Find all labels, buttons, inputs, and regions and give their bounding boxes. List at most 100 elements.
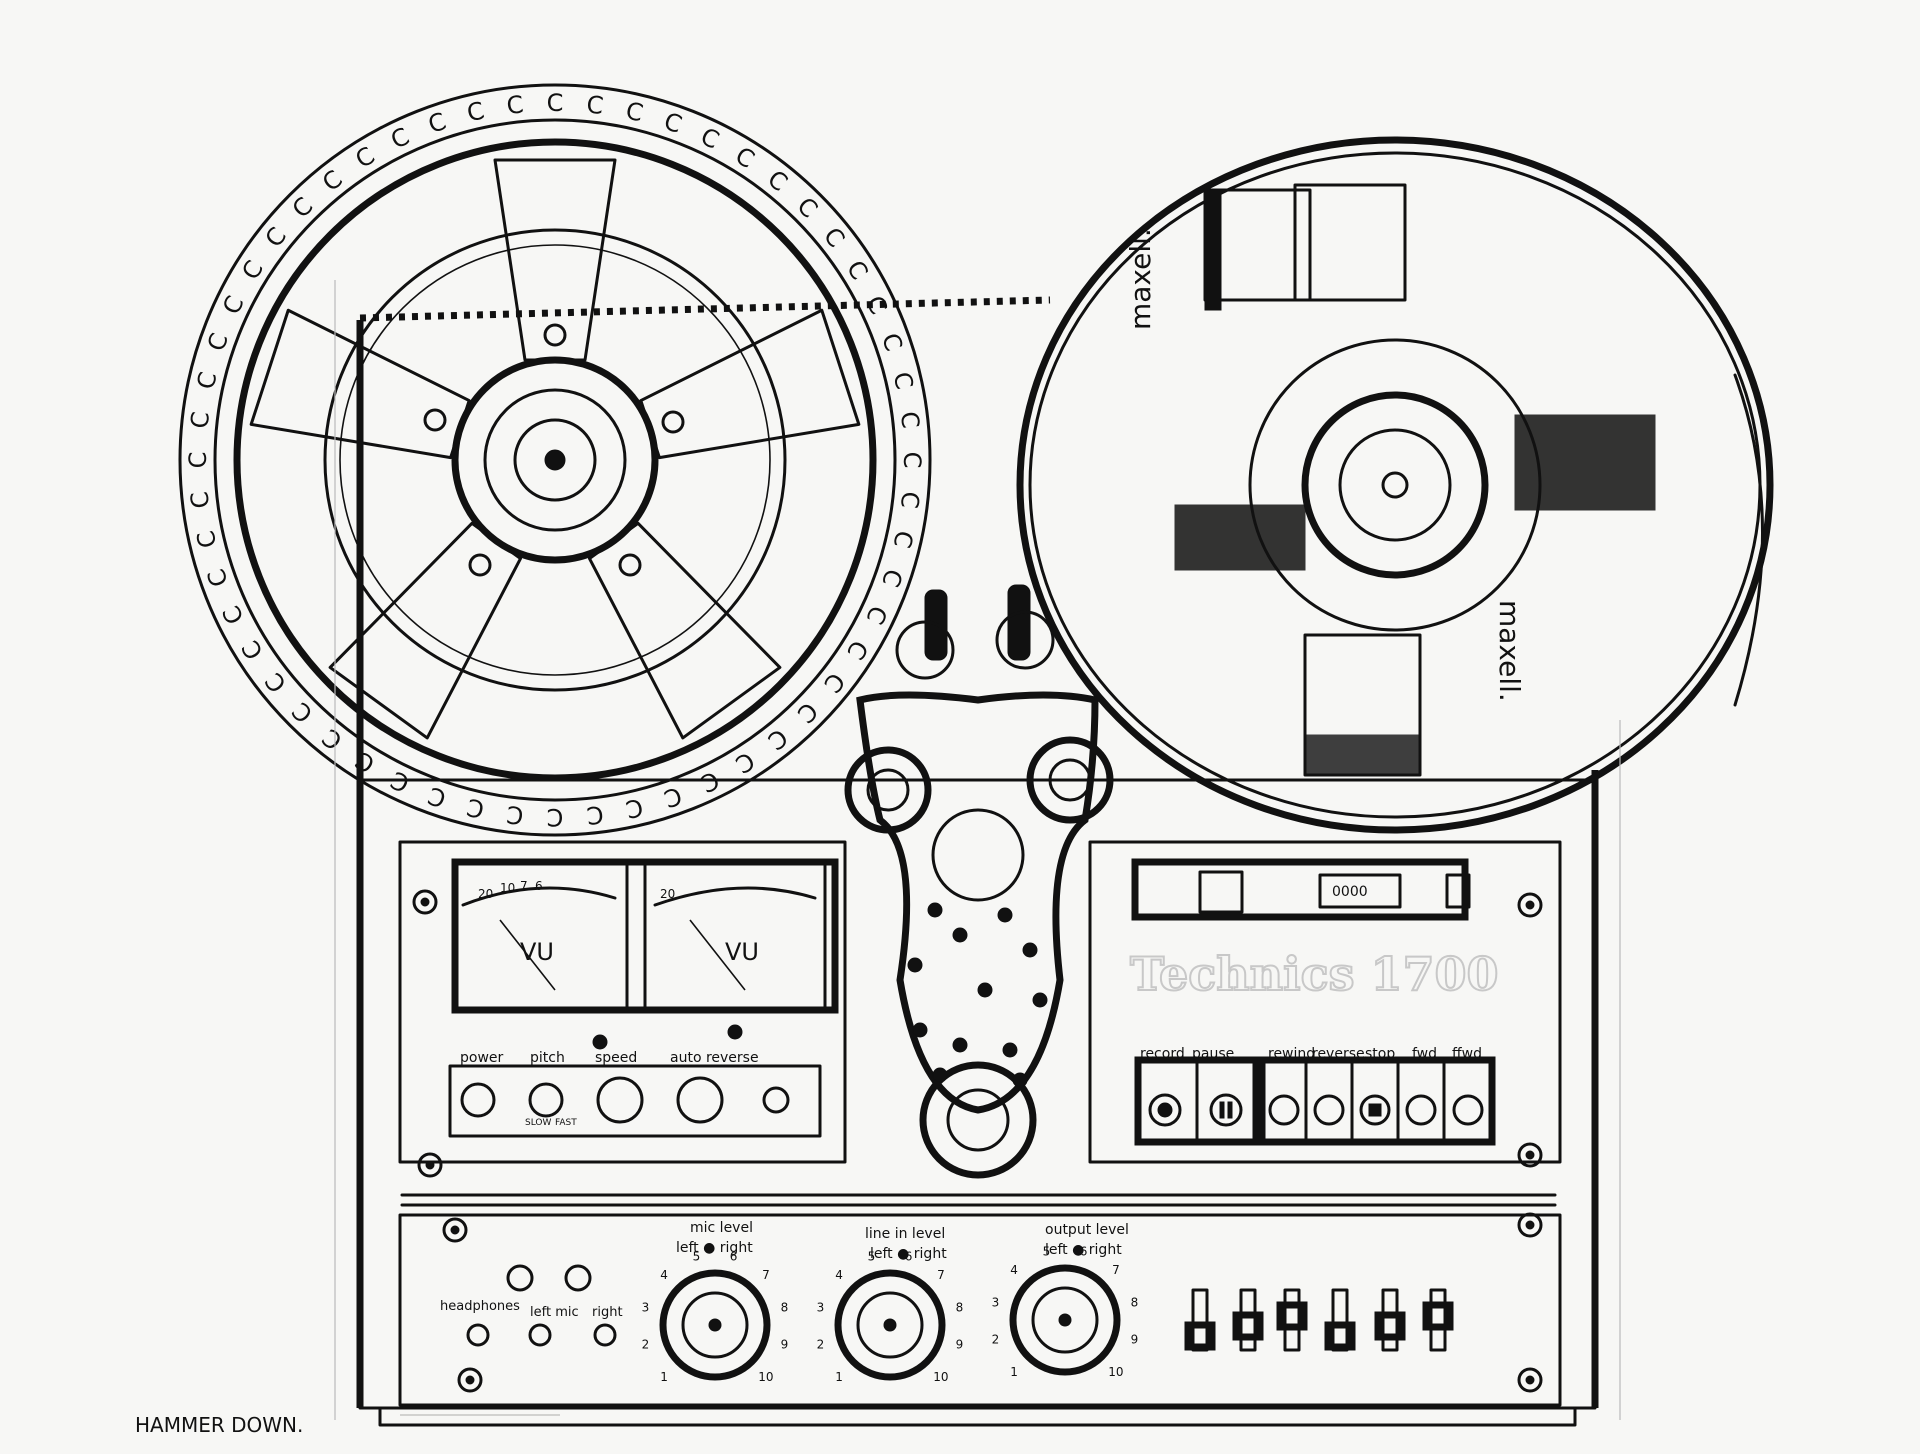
tape-head-block	[844, 584, 1114, 1179]
head-dot	[1002, 1042, 1018, 1058]
reel-rim-glyph: C	[236, 635, 269, 664]
head-dot	[927, 902, 943, 918]
fader-slider[interactable]	[1374, 1288, 1406, 1352]
labels: VU VU 20 10 7 6 20 Technics 1700 0000 po…	[135, 879, 1500, 1437]
dial-number: 10	[758, 1370, 773, 1384]
head-dot	[1012, 1072, 1028, 1088]
screw	[417, 1152, 443, 1178]
reel-rim-glyph: C	[730, 746, 759, 779]
dial-number: 6	[905, 1250, 913, 1264]
head-dot	[1022, 942, 1038, 958]
dial-number: 7	[762, 1268, 770, 1282]
reel-rim-glyph: C	[898, 452, 926, 469]
dial-number: 4	[1010, 1263, 1018, 1277]
dial-number: 3	[642, 1300, 650, 1314]
headphones-label: headphones	[440, 1299, 520, 1314]
stop-label: stop	[1365, 1046, 1395, 1062]
reel-rim-glyph: C	[696, 765, 723, 798]
left-mic-label: left mic	[530, 1305, 579, 1320]
head-dot	[952, 1037, 968, 1053]
right-vu-label: VU	[725, 938, 759, 966]
reel-rim-glyph: C	[191, 528, 222, 551]
reel-rim-glyph: C	[184, 452, 212, 469]
dial-number: 1	[1010, 1365, 1018, 1379]
reverse-label: reverse	[1312, 1046, 1365, 1062]
fader-slider[interactable]	[1184, 1288, 1216, 1352]
reel-rim-glyph: C	[217, 291, 250, 318]
dial-number: 1	[835, 1370, 843, 1384]
reel-rim-glyph: C	[860, 601, 893, 628]
dial-number: 9	[1131, 1333, 1139, 1347]
fader-sliders	[1184, 1288, 1454, 1352]
left-meter-scale-7: 7	[520, 879, 528, 893]
dial-number: 2	[817, 1338, 825, 1352]
reel-rim-glyph: C	[185, 410, 215, 430]
right-meter-scale-20: 20	[660, 887, 675, 901]
head-dot	[932, 1067, 948, 1083]
left-vu-label: VU	[520, 938, 554, 966]
screw	[457, 1367, 483, 1393]
ffwd-label: ffwd	[1452, 1046, 1482, 1062]
upper-left-panel	[398, 840, 847, 1164]
fader-slider[interactable]	[1422, 1288, 1454, 1352]
dial-number: 10	[1108, 1365, 1123, 1379]
reel-rim-glyph: C	[185, 490, 215, 510]
dial-number: 6	[1080, 1245, 1088, 1259]
reel-rim-glyph: C	[425, 107, 450, 139]
head-dot	[912, 1022, 928, 1038]
fader-slider[interactable]	[1232, 1288, 1264, 1352]
dial-number: 2	[992, 1333, 1000, 1347]
reel-rim-glyph: C	[841, 256, 874, 285]
reel-rim-glyph: C	[351, 141, 380, 174]
reel-rim-glyph: C	[386, 122, 413, 155]
reel-rim-glyph: C	[876, 330, 908, 355]
screw	[1517, 1142, 1543, 1168]
dial-number: 8	[781, 1300, 789, 1314]
pencil-guides	[334, 280, 1621, 1420]
reel-rim-glyph: C	[386, 765, 413, 798]
reel-spokes	[249, 158, 861, 740]
dial-number: 1	[660, 1370, 668, 1384]
dial-number: 7	[1112, 1263, 1120, 1277]
dial-number: 3	[992, 1295, 1000, 1309]
reel-rim-glyph: C	[505, 800, 525, 830]
dial-number: 4	[835, 1268, 843, 1282]
head-dot	[997, 907, 1013, 923]
signature: HAMMER DOWN.	[135, 1413, 303, 1437]
reel-rim-glyph: C	[425, 781, 450, 813]
dial-number: 5	[693, 1250, 701, 1264]
upper-right-panel	[1088, 840, 1562, 1164]
speed-label: speed	[595, 1050, 637, 1066]
output-lr-label: left ● right	[1045, 1242, 1122, 1258]
reel-rim-glyph: C	[191, 369, 222, 392]
reel-rim-glyph: C	[623, 792, 646, 823]
pause-label: pause	[1192, 1046, 1234, 1062]
reel-brand-bottom: maxell.	[1493, 600, 1526, 702]
reel-rim-glyph: C	[660, 781, 685, 813]
reel-rim-glyph: C	[202, 330, 234, 355]
dial-number: 8	[956, 1300, 964, 1314]
left-meter-scale-10: 10	[500, 881, 515, 895]
head-block-dots	[907, 902, 1048, 1088]
reel-rim-glyph: C	[860, 291, 893, 318]
fwd-label: fwd	[1412, 1046, 1437, 1062]
reel-rim-glyph: C	[895, 410, 925, 430]
dial-number: 9	[781, 1338, 789, 1352]
screw	[1517, 1212, 1543, 1238]
reel-rim-glyph: C	[623, 96, 646, 127]
dial-number: 6	[730, 1250, 738, 1264]
reel-rim-glyph: C	[547, 89, 564, 117]
fader-slider[interactable]	[1324, 1288, 1356, 1352]
head-dot	[1032, 992, 1048, 1008]
dial-number: 10	[933, 1370, 948, 1384]
fader-slider[interactable]	[1276, 1288, 1308, 1352]
pitch-label: pitch	[530, 1050, 565, 1066]
reel-rim-glyph: C	[730, 141, 759, 174]
